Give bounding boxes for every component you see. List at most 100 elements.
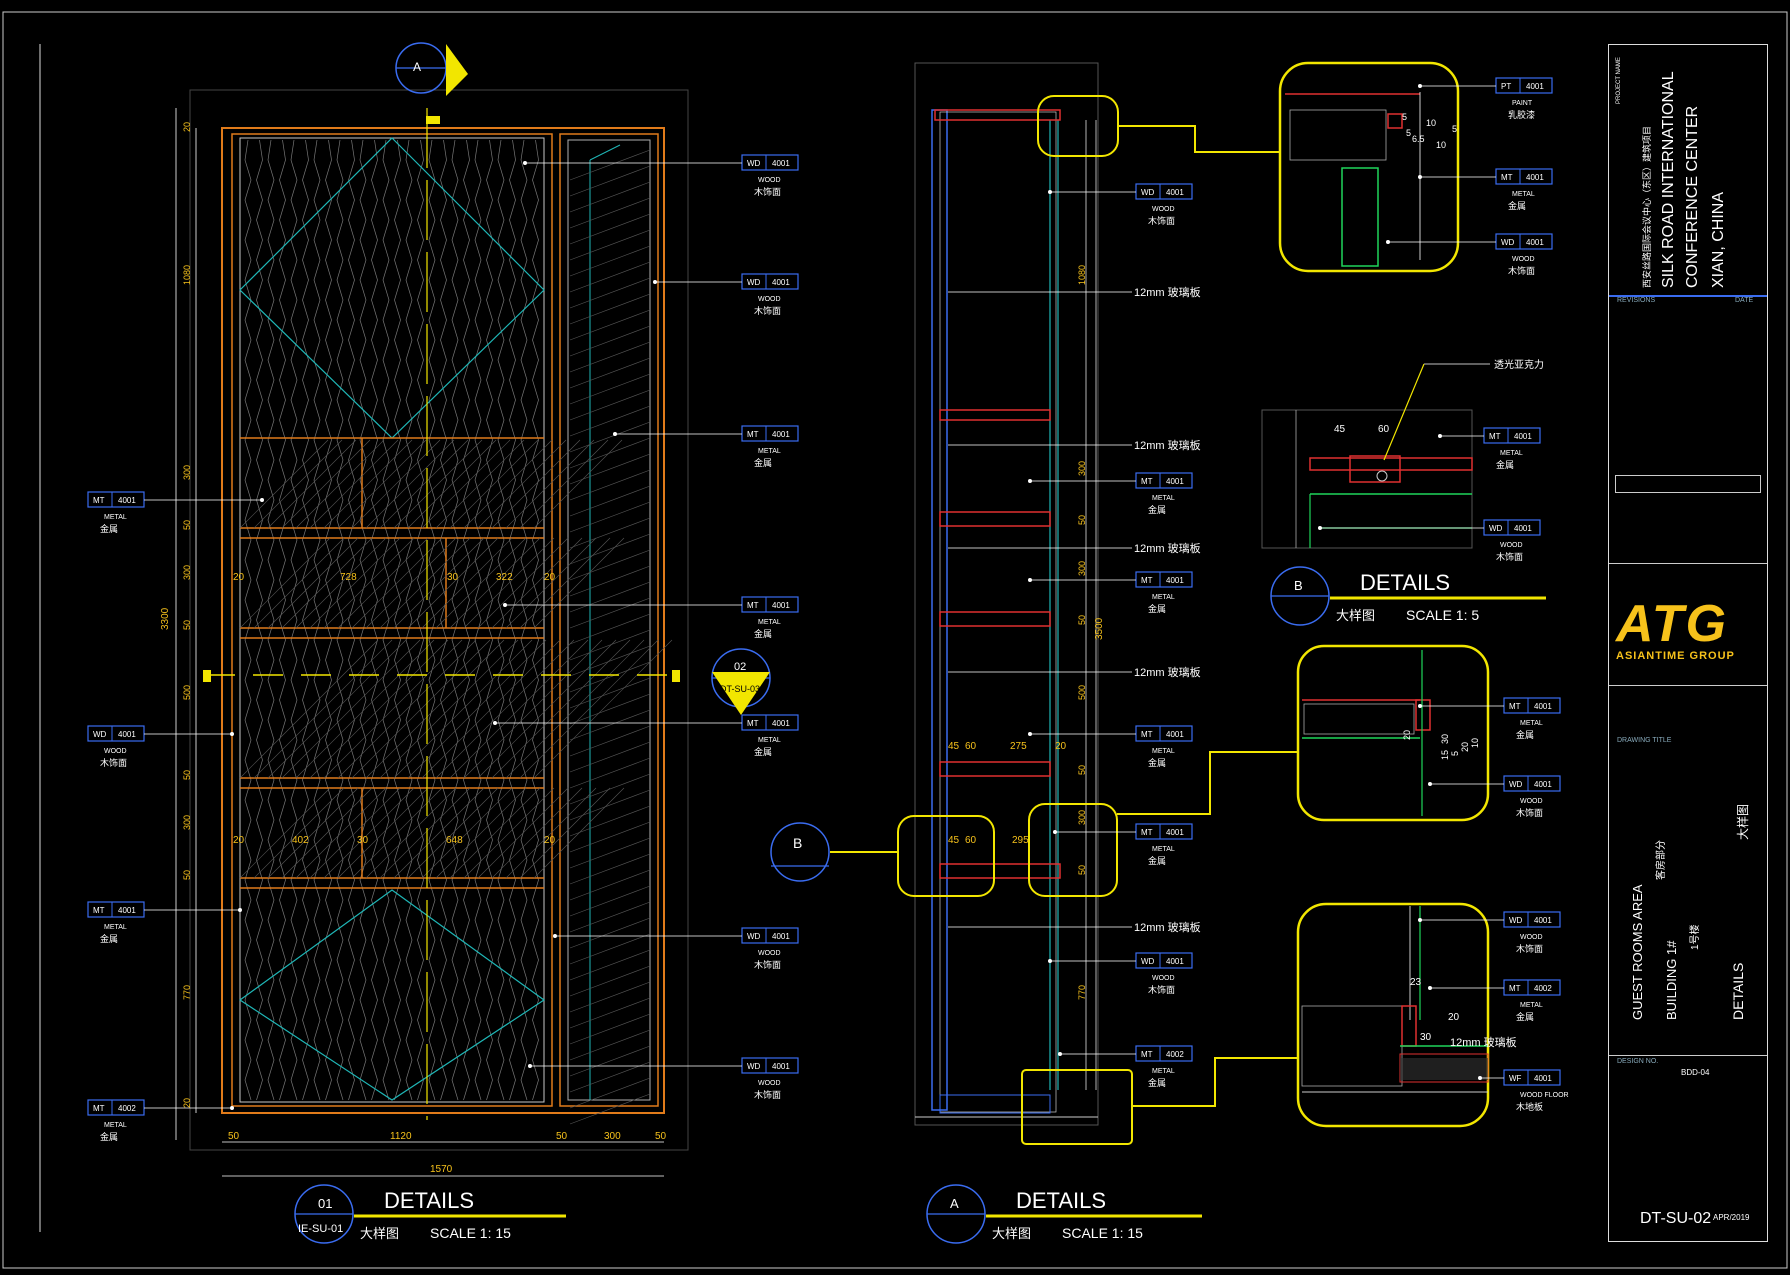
glass-note: 12mm 玻璃板 bbox=[1134, 665, 1201, 679]
tag-code: PT bbox=[1501, 82, 1511, 91]
tag-code: WD bbox=[93, 730, 107, 739]
logo-subtitle: ASIANTIME GROUP bbox=[1616, 650, 1735, 662]
dim-mid: 50 bbox=[1077, 865, 1087, 875]
hatch-line bbox=[365, 439, 455, 529]
tag-number: 4001 bbox=[1526, 238, 1544, 247]
detail-top bbox=[1278, 61, 1460, 273]
hatch-line bbox=[323, 787, 415, 879]
tag-english: WOOD bbox=[1512, 256, 1535, 263]
tag-box bbox=[1503, 775, 1561, 792]
hatch-line bbox=[569, 741, 651, 773]
tag-english: PAINT bbox=[1512, 100, 1533, 107]
hatch-line bbox=[569, 229, 651, 261]
company-logo: ATG ASIANTIME GROUP bbox=[1616, 598, 1766, 662]
leader-dot bbox=[1028, 578, 1032, 582]
tag-english: METAL bbox=[1152, 594, 1175, 601]
tag-code: WF bbox=[1509, 1074, 1522, 1083]
revisions-divider bbox=[1609, 295, 1767, 297]
hatch-line bbox=[379, 537, 471, 629]
hatch-line bbox=[569, 821, 651, 853]
hatch-line bbox=[351, 639, 491, 779]
dim-total-width: 1570 bbox=[430, 1164, 453, 1175]
hatch-line bbox=[421, 787, 513, 879]
leader-dot bbox=[653, 280, 657, 284]
hatch-line bbox=[569, 517, 651, 549]
tag-box bbox=[1135, 823, 1193, 840]
tag-number: 4001 bbox=[772, 430, 790, 439]
hatch-line bbox=[337, 537, 429, 629]
hatch-line bbox=[365, 787, 457, 879]
hatch-line bbox=[569, 645, 651, 677]
title-cn: 大样图 bbox=[1336, 608, 1375, 623]
tag-code: MT bbox=[1141, 576, 1153, 585]
hatch-line bbox=[569, 869, 651, 901]
tag-chinese: 木饰面 bbox=[1508, 265, 1535, 276]
dim-bottom: 50 bbox=[228, 1131, 240, 1142]
hatch-line bbox=[351, 439, 441, 529]
tag-number: 4002 bbox=[1166, 1050, 1184, 1059]
tag-code: MT bbox=[93, 496, 105, 505]
hatch-line bbox=[407, 537, 499, 629]
tag-chinese: 金属 bbox=[1148, 855, 1166, 866]
building-title-cn: 1号楼 bbox=[1690, 924, 1701, 950]
leader-dot bbox=[503, 603, 507, 607]
hatch-line bbox=[569, 437, 651, 469]
tag-english: WOOD bbox=[1152, 206, 1175, 213]
leader-dot bbox=[1478, 1076, 1482, 1080]
wood-grain-line bbox=[520, 139, 528, 1101]
leader-dot bbox=[1028, 732, 1032, 736]
tag-chinese: 木饰面 bbox=[754, 186, 781, 197]
title-block: REVISIONS DATE DRAWING TITLE DESIGN NO. … bbox=[1608, 44, 1768, 1242]
tag-english: WOOD bbox=[758, 177, 781, 184]
tag-box bbox=[1503, 979, 1561, 996]
hatch-line bbox=[569, 773, 651, 805]
dim-mid: 50 bbox=[1077, 765, 1087, 775]
acrylic-note: 透光亚克力 bbox=[1494, 358, 1544, 371]
dim-detail-tl: 5 bbox=[1402, 112, 1407, 122]
hatch-line bbox=[569, 469, 651, 501]
tag-box bbox=[1135, 472, 1193, 489]
tag-box bbox=[741, 273, 799, 290]
wood-grain-line bbox=[405, 139, 413, 1101]
hatch-line bbox=[569, 1029, 651, 1061]
hatch-line bbox=[569, 277, 651, 309]
tag-chinese: 木饰面 bbox=[754, 959, 781, 970]
sheet-border bbox=[2, 11, 1788, 1269]
dim-detail-ml: 30 bbox=[1440, 734, 1450, 744]
hatch-line bbox=[281, 787, 373, 879]
wood-grain-line bbox=[532, 139, 539, 1101]
hatch-line bbox=[267, 787, 359, 879]
tag-code: WD bbox=[1141, 957, 1155, 966]
wood-grain-line bbox=[290, 139, 298, 1101]
tag-chinese: 金属 bbox=[1148, 504, 1166, 515]
wood-grain-line bbox=[348, 139, 355, 1101]
hatch-line bbox=[435, 537, 527, 629]
tag-number: 4001 bbox=[1534, 780, 1552, 789]
hatch-line bbox=[569, 421, 651, 453]
tag-chinese: 金属 bbox=[1148, 1077, 1166, 1088]
dim-detail-tl: 6.5 bbox=[1412, 134, 1425, 144]
hatch-line bbox=[569, 933, 651, 965]
tag-chinese: 乳胶漆 bbox=[1508, 109, 1535, 120]
leader-dot bbox=[238, 908, 242, 912]
tag-english: METAL bbox=[1500, 450, 1523, 457]
dim-row2: 20 bbox=[544, 835, 556, 846]
hatch-line bbox=[569, 597, 651, 629]
hatch-line bbox=[519, 787, 611, 879]
leader-dot bbox=[493, 721, 497, 725]
tag-code: MT bbox=[747, 719, 759, 728]
hatch-line bbox=[477, 439, 567, 529]
hatch-line bbox=[379, 787, 471, 879]
hatch-line bbox=[253, 639, 393, 779]
tag-number: 4001 bbox=[118, 906, 136, 915]
tag-chinese: 金属 bbox=[754, 746, 772, 757]
hatch-line bbox=[477, 787, 569, 879]
dim-height: 770 bbox=[182, 985, 192, 1000]
dim-height: 500 bbox=[182, 685, 192, 700]
dim-mid-s2: 295 bbox=[1012, 835, 1029, 846]
tag-english: METAL bbox=[1520, 720, 1543, 727]
hatch-line bbox=[295, 639, 435, 779]
title-scale: SCALE 1: 15 bbox=[1062, 1225, 1143, 1241]
